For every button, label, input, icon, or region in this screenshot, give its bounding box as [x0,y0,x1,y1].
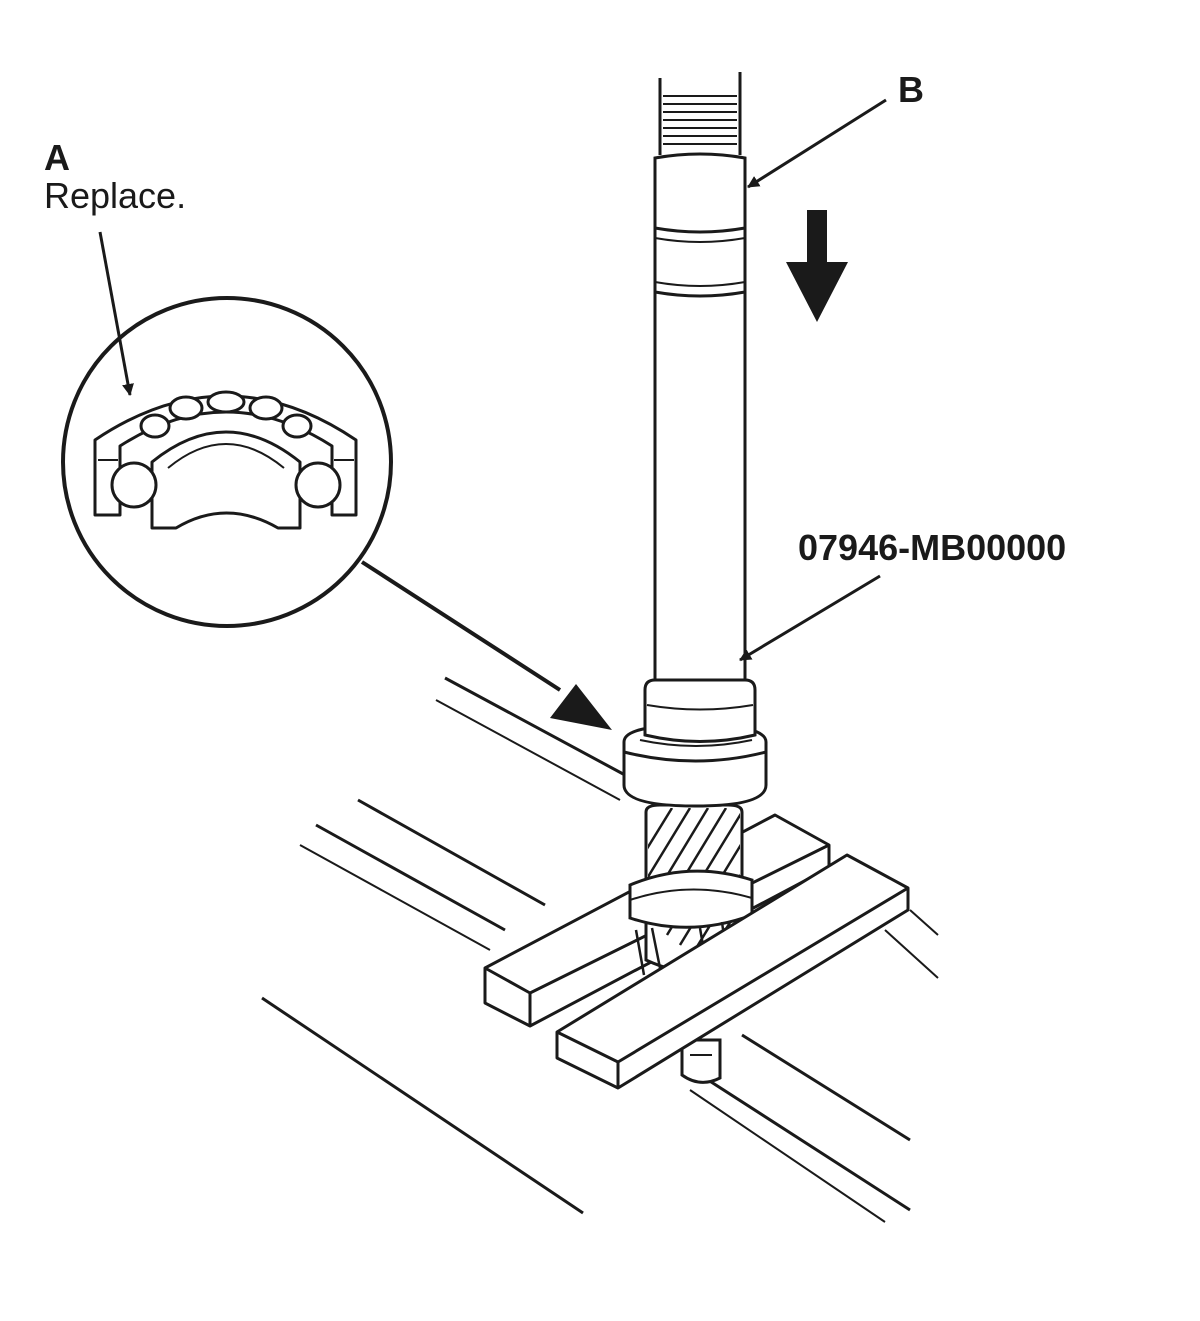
leader-a [98,231,134,396]
driver-tool-07946-mb00000 [643,72,757,743]
bearing-detail-view [61,296,393,628]
bearing-cross-section [93,390,358,530]
callout-b-letter: B [898,69,924,110]
support-rails [261,676,939,1223]
callout-a-note: Replace. [44,175,187,216]
tool-part-number: 07946-MB00000 [798,527,1067,568]
support-block-front [555,853,910,1090]
gear-shaft-end [680,1038,722,1084]
helical-gear [628,803,754,979]
leader-tool [739,574,881,662]
leader-lines [98,98,887,730]
bearing-a-installed [622,723,768,808]
leader-detail-arrowhead [550,684,612,730]
down-arrow-icon [786,210,848,322]
callout-a-letter: A [44,137,70,178]
leader-b [747,98,887,189]
leader-detail-to-shaft [360,560,562,692]
